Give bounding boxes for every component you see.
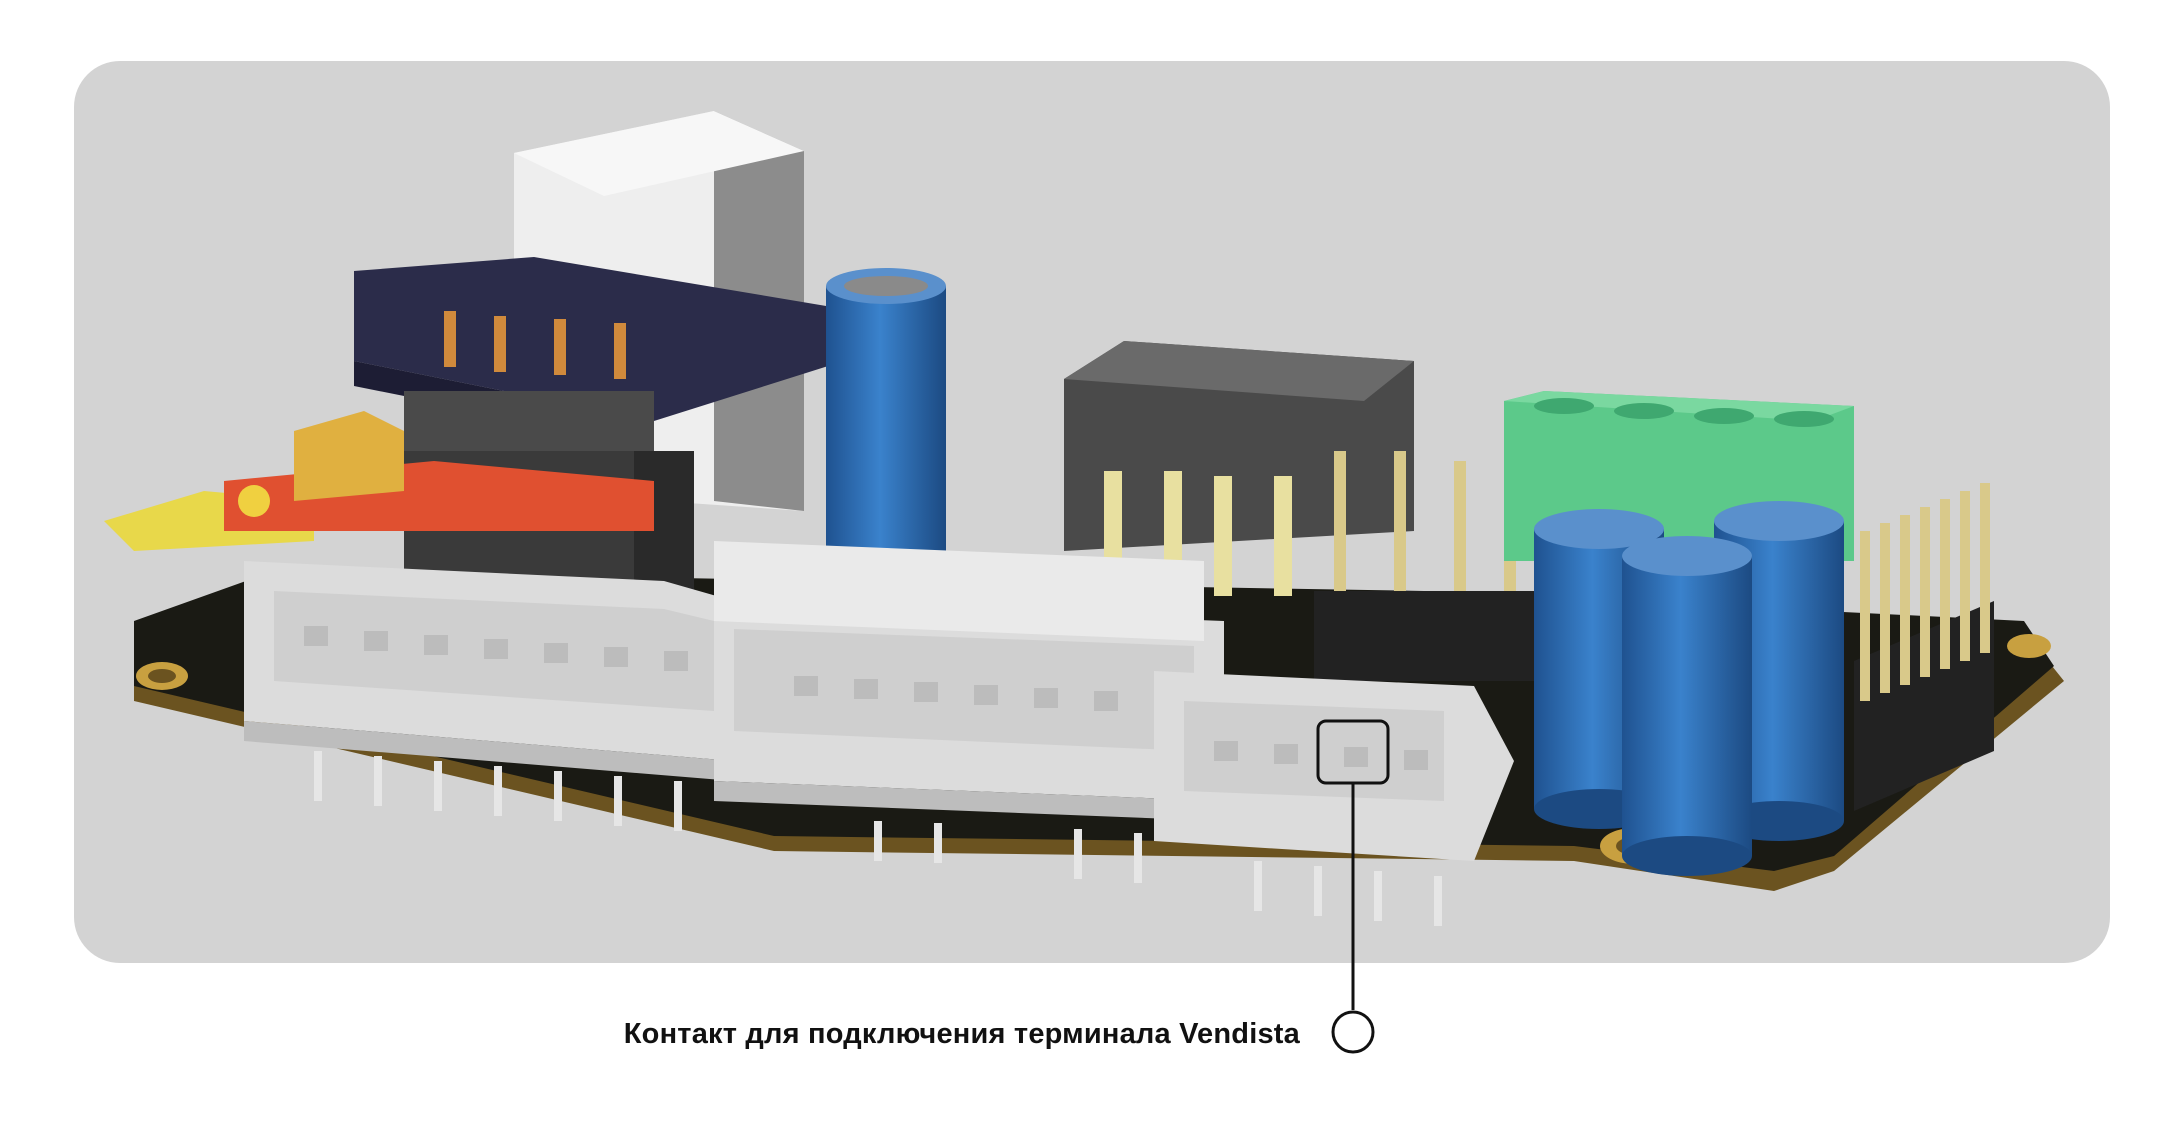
pin-header-right [1854, 483, 1994, 811]
small-daughter-board [104, 411, 654, 551]
board-render-panel [74, 61, 2110, 963]
capacitors-right [1534, 501, 1844, 876]
front-connectors [244, 541, 1514, 926]
vendista-contact-caption: Контакт для подключения терминала Vendis… [623, 1018, 1300, 1050]
pcb-board-illustration [104, 111, 2064, 926]
callout-marker-circle [1331, 1010, 1375, 1054]
usb-connector [1064, 341, 1534, 681]
